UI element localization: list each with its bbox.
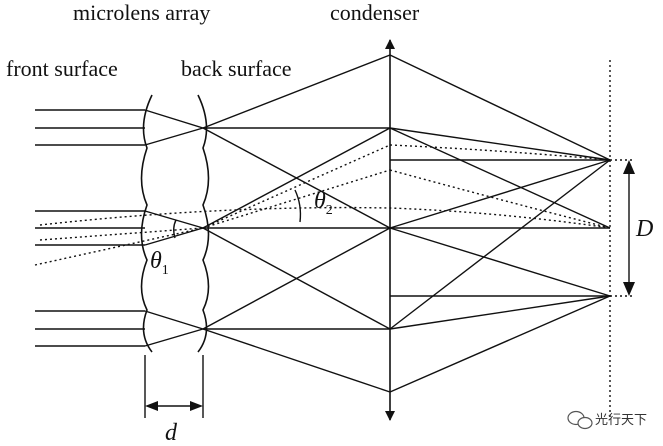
rays-to-focal-plane [389,54,611,393]
front-surface-curve [140,94,153,353]
label-theta1: θ1 [150,248,169,278]
label-d: d [165,420,178,446]
label-microlens-array: microlens array [73,0,210,25]
incoming-rays-top [35,109,204,146]
label-back-surface: back surface [181,56,292,81]
label-theta2: θ2 [314,188,333,218]
watermark: 光行天下 [567,410,647,430]
watermark-text: 光行天下 [595,413,647,428]
incoming-rays-bottom [35,310,204,347]
label-D: D [635,216,653,242]
theta1-arc [173,219,177,239]
dimension-d [144,355,204,418]
label-front-surface: front surface [6,56,118,81]
label-condenser: condenser [330,0,420,25]
back-surface-curve [197,94,210,353]
theta2-arc [294,189,302,223]
rays-to-condenser [202,54,391,393]
dotted-field-rays [34,144,611,266]
wechat-icon [567,410,593,430]
dimension-D [610,159,635,297]
incoming-rays-middle [35,210,204,246]
